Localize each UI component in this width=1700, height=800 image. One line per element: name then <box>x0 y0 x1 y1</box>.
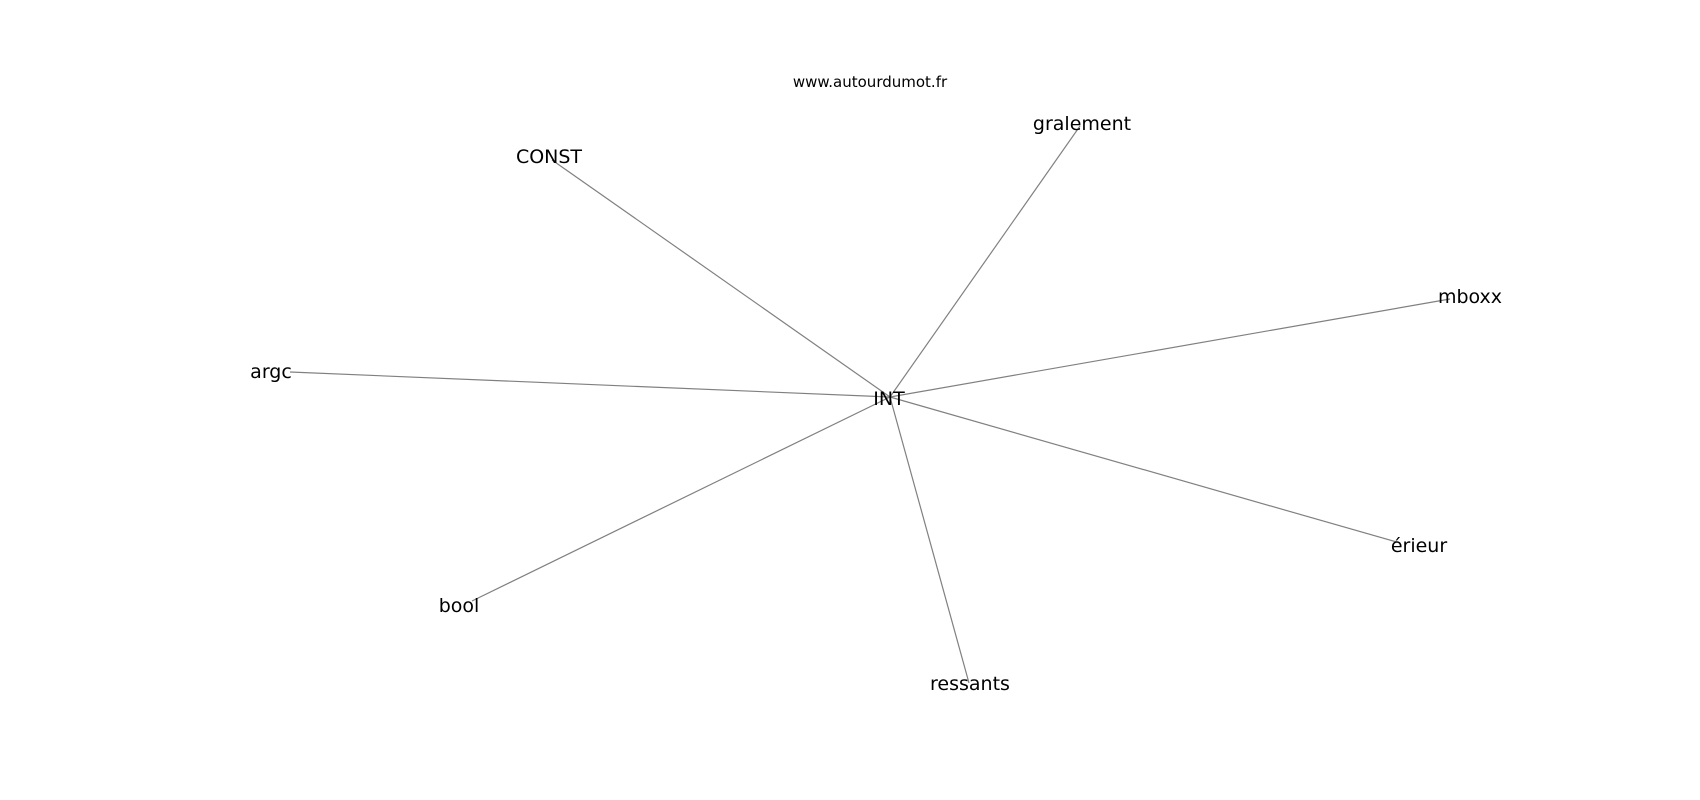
node-gralement[interactable]: gralement <box>1033 113 1131 135</box>
node-argc[interactable]: argc <box>250 361 292 383</box>
nodes-layer: INT gralement CONST mboxx argc érieur bo… <box>250 113 1502 695</box>
edge-int-argc <box>289 371 891 398</box>
node-ressants[interactable]: ressants <box>930 673 1010 695</box>
edge-int-bool <box>471 396 891 602</box>
edges-layer <box>289 125 1451 684</box>
edge-int-mboxx <box>889 298 1451 398</box>
edge-int-ressants <box>889 396 970 684</box>
edge-int-erieur <box>889 396 1401 544</box>
node-mboxx[interactable]: mboxx <box>1438 286 1502 308</box>
node-bool[interactable]: bool <box>439 595 480 617</box>
edge-int-const <box>551 159 891 398</box>
node-center-int[interactable]: INT <box>873 388 905 410</box>
watermark-text: www.autourdumot.fr <box>793 73 948 91</box>
node-const[interactable]: CONST <box>516 146 582 168</box>
node-erieur[interactable]: érieur <box>1391 535 1448 557</box>
edge-int-gralement <box>889 125 1081 398</box>
